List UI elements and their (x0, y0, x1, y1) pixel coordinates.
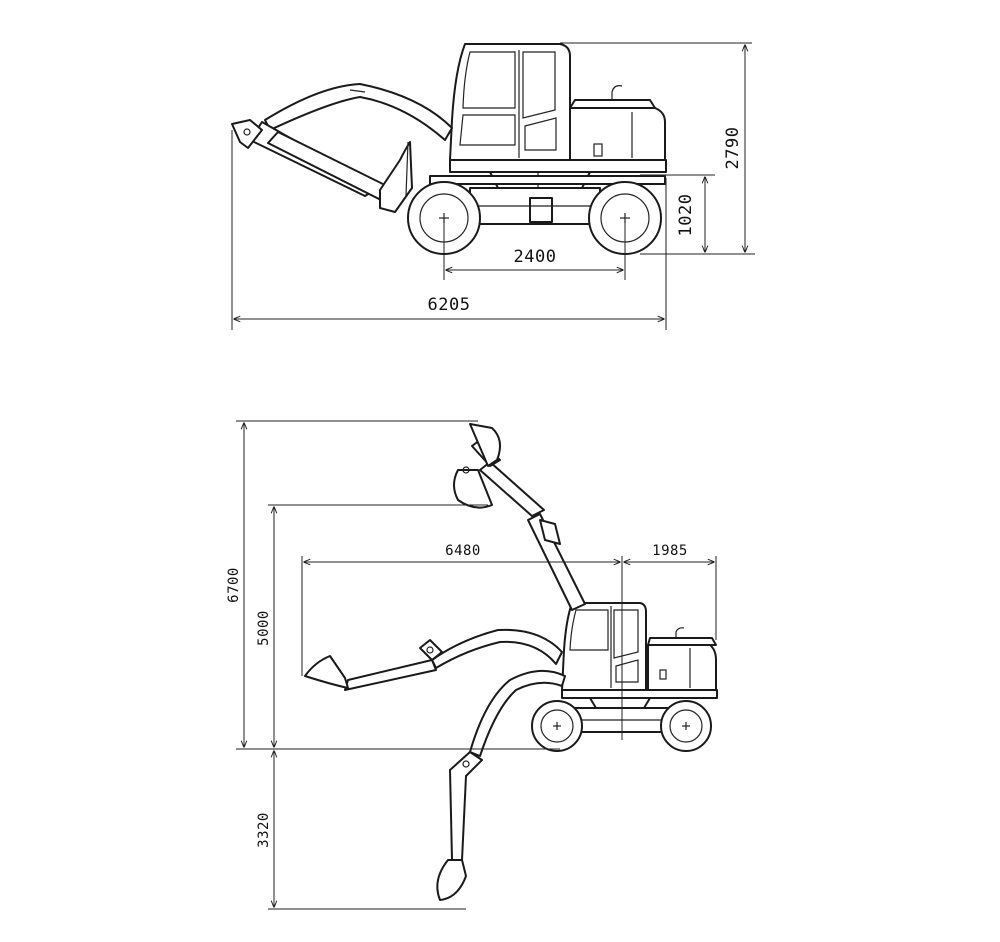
max-reach-label: 6480 (445, 543, 481, 559)
axle-height-dimension: 1020 (640, 174, 755, 255)
side-view: 6205 2400 1020 2790 (231, 42, 755, 330)
max-dig-depth-dimension: 3320 (256, 751, 466, 910)
working-range-view: 6700 5000 6480 1985 3320 (226, 420, 718, 910)
max-dig-height-label: 6700 (226, 567, 242, 603)
working-range-machine (304, 423, 718, 901)
overall-height-dimension: 2790 (560, 42, 752, 252)
overall-length-dimension: 6205 (231, 130, 667, 330)
axle-height-label: 1020 (676, 194, 696, 237)
side-view-machine (231, 43, 667, 255)
max-dig-height-dimension: 6700 (226, 420, 560, 750)
wheelbase-label: 2400 (514, 247, 557, 267)
tail-radius-dimension: 1985 (624, 543, 717, 640)
max-dig-depth-label: 3320 (256, 812, 272, 848)
wheelbase-dimension: 2400 (443, 222, 626, 280)
max-reach-dimension: 6480 (301, 543, 623, 740)
overall-length-label: 6205 (428, 295, 471, 315)
tail-radius-label: 1985 (652, 543, 688, 559)
max-dump-height-label: 5000 (256, 610, 272, 646)
overall-height-label: 2790 (723, 127, 743, 170)
max-dump-height-dimension: 5000 (256, 504, 488, 747)
